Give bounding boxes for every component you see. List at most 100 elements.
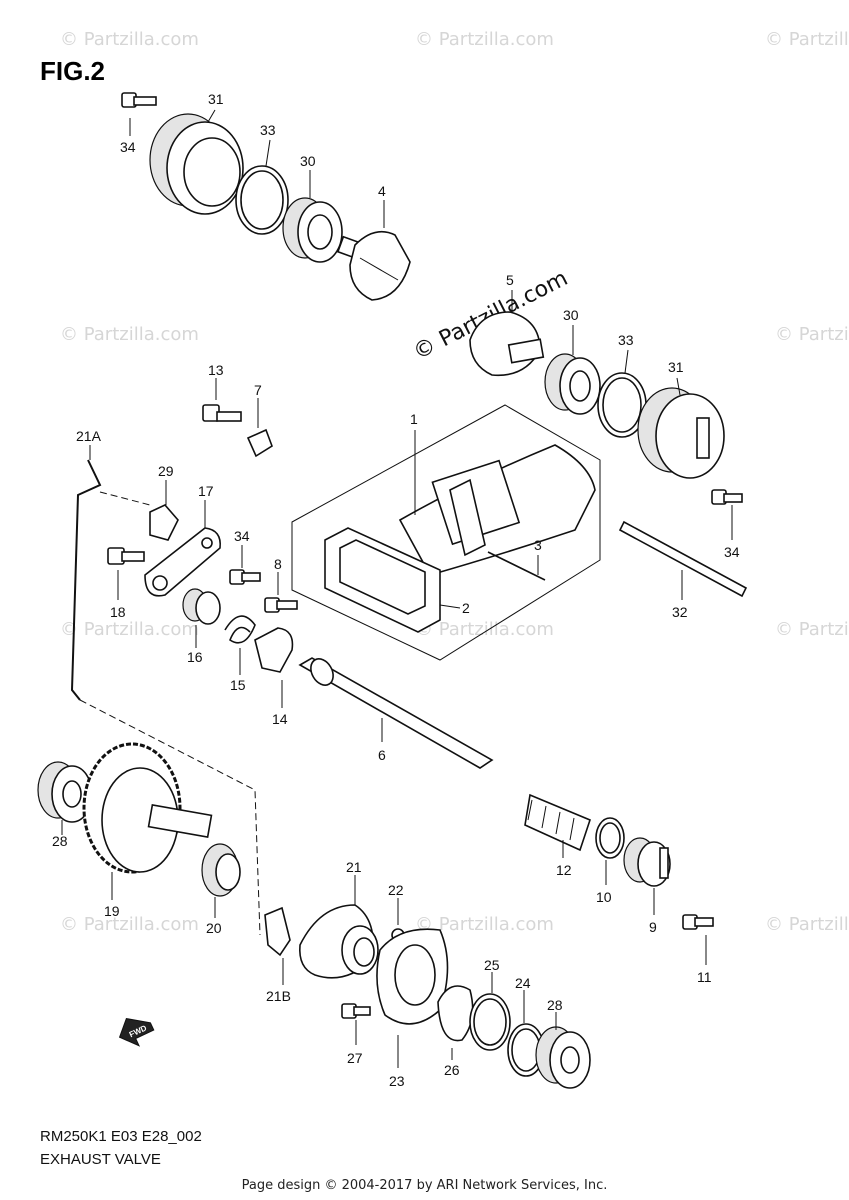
- callout-18: 18: [110, 604, 126, 620]
- valve-4: [336, 200, 411, 301]
- bolt-34-top: [121, 92, 157, 136]
- o-ring-33-right: [597, 349, 647, 438]
- callout-26: 26: [444, 1062, 460, 1078]
- callout-21b: 21B: [266, 988, 291, 1004]
- callout-33: 33: [618, 332, 634, 348]
- screw-8: [264, 572, 298, 613]
- bearing-28-left: [37, 761, 93, 835]
- shaft-6: [298, 657, 494, 769]
- callouts: 31 34 33 30 4 5 30 33 31 13 7 1 21A 29 1…: [52, 91, 740, 1089]
- bolt-34-mid: [229, 545, 261, 585]
- callout-8: 8: [274, 556, 282, 572]
- pin-3: [487, 551, 546, 581]
- watermark: © Partzilla.com: [60, 619, 199, 640]
- watermark: © Partzilla.com: [60, 914, 199, 935]
- spring-15: [224, 615, 256, 675]
- guide-line: [99, 491, 151, 506]
- bearing-30-right: [544, 325, 601, 415]
- bolt-18: [107, 547, 145, 600]
- figure-label: FIG.2: [40, 56, 106, 86]
- watermark: © Partzilla.com: [775, 324, 849, 345]
- callout-12: 12: [556, 862, 572, 878]
- bearing-28-right: [535, 1012, 591, 1089]
- valve-5: [469, 290, 545, 377]
- callout-15: 15: [230, 677, 246, 693]
- watermark: © Partzilla.com: [765, 29, 849, 50]
- bracket-14: [254, 627, 294, 708]
- callout-24: 24: [515, 975, 531, 991]
- needle-bearing-20: [201, 843, 241, 918]
- assembly-name: EXHAUST VALVE: [40, 1151, 161, 1168]
- bolt-34-right: [711, 489, 743, 540]
- callout-30: 30: [300, 153, 316, 169]
- callout-22: 22: [388, 882, 404, 898]
- seal-26: [437, 985, 474, 1060]
- assembly-guides: [79, 491, 261, 936]
- bolt-13: [202, 378, 242, 422]
- callout-34: 34: [724, 544, 740, 560]
- callout-32: 32: [672, 604, 688, 620]
- callout-14: 14: [272, 711, 288, 727]
- o-ring-33-top: [235, 139, 289, 235]
- callout-34: 34: [120, 139, 136, 155]
- valve-housing-assembly-1: [291, 404, 601, 661]
- model-code: RM250K1 E03 E28_002: [40, 1128, 202, 1145]
- cap-31-right: [637, 377, 725, 479]
- callout-17: 17: [198, 483, 214, 499]
- callout-5: 5: [506, 272, 514, 288]
- watermark: © Partzilla.com: [765, 914, 849, 935]
- footer-copyright: Page design © 2004-2017 by ARI Network S…: [241, 1178, 608, 1193]
- callout-4: 4: [378, 183, 386, 199]
- callout-27: 27: [347, 1050, 363, 1066]
- o-ring-25: [469, 972, 511, 1051]
- callout-21a: 21A: [76, 428, 102, 444]
- callout-29: 29: [158, 463, 174, 479]
- gasket-2: [324, 527, 461, 633]
- callout-25: 25: [484, 957, 500, 973]
- callout-28: 28: [547, 997, 563, 1013]
- bearing-30-top: [282, 170, 343, 263]
- callout-2: 2: [462, 600, 470, 616]
- callout-20: 20: [206, 920, 222, 936]
- callout-21: 21: [346, 859, 362, 875]
- housing-21: [298, 875, 379, 979]
- collar-16: [182, 588, 221, 648]
- callout-3: 3: [534, 537, 542, 553]
- callout-1: 1: [410, 411, 418, 427]
- fwd-arrow-icon: FWD: [118, 1018, 155, 1047]
- clip-21b: [264, 906, 291, 985]
- callout-11: 11: [697, 969, 712, 985]
- callout-28: 28: [52, 833, 68, 849]
- cap-31-top: [149, 109, 244, 215]
- callout-13: 13: [208, 362, 224, 378]
- watermark: © Partzilla.com: [415, 619, 554, 640]
- rod-32: [618, 520, 748, 600]
- callout-34: 34: [234, 528, 250, 544]
- washer-7: [246, 398, 273, 458]
- cap-9: [623, 837, 671, 915]
- callout-33: 33: [260, 122, 276, 138]
- o-ring-10: [595, 817, 625, 885]
- watermark: © Partzilla.com: [60, 29, 199, 50]
- gasket-23: [376, 928, 449, 1068]
- callout-16: 16: [187, 649, 203, 665]
- callout-23: 23: [389, 1073, 405, 1089]
- callout-19: 19: [104, 903, 120, 919]
- gear-19: [82, 742, 213, 900]
- watermark: © Partzilla.com: [60, 324, 199, 345]
- bolt-11: [682, 914, 714, 965]
- watermark: © Partzilla.com: [775, 619, 849, 640]
- link-rod-21a: [70, 445, 102, 701]
- watermark: © Partzilla.com: [415, 914, 554, 935]
- callout-10: 10: [596, 889, 612, 905]
- clip-29: [149, 480, 179, 541]
- callout-6: 6: [378, 747, 386, 763]
- watermark: © Partzilla.com: [415, 29, 554, 50]
- lever-17: [144, 500, 222, 597]
- callout-9: 9: [649, 919, 657, 935]
- callout-31: 31: [208, 91, 224, 107]
- spring-12: [524, 793, 591, 858]
- callout-31: 31: [668, 359, 684, 375]
- callout-7: 7: [254, 382, 262, 398]
